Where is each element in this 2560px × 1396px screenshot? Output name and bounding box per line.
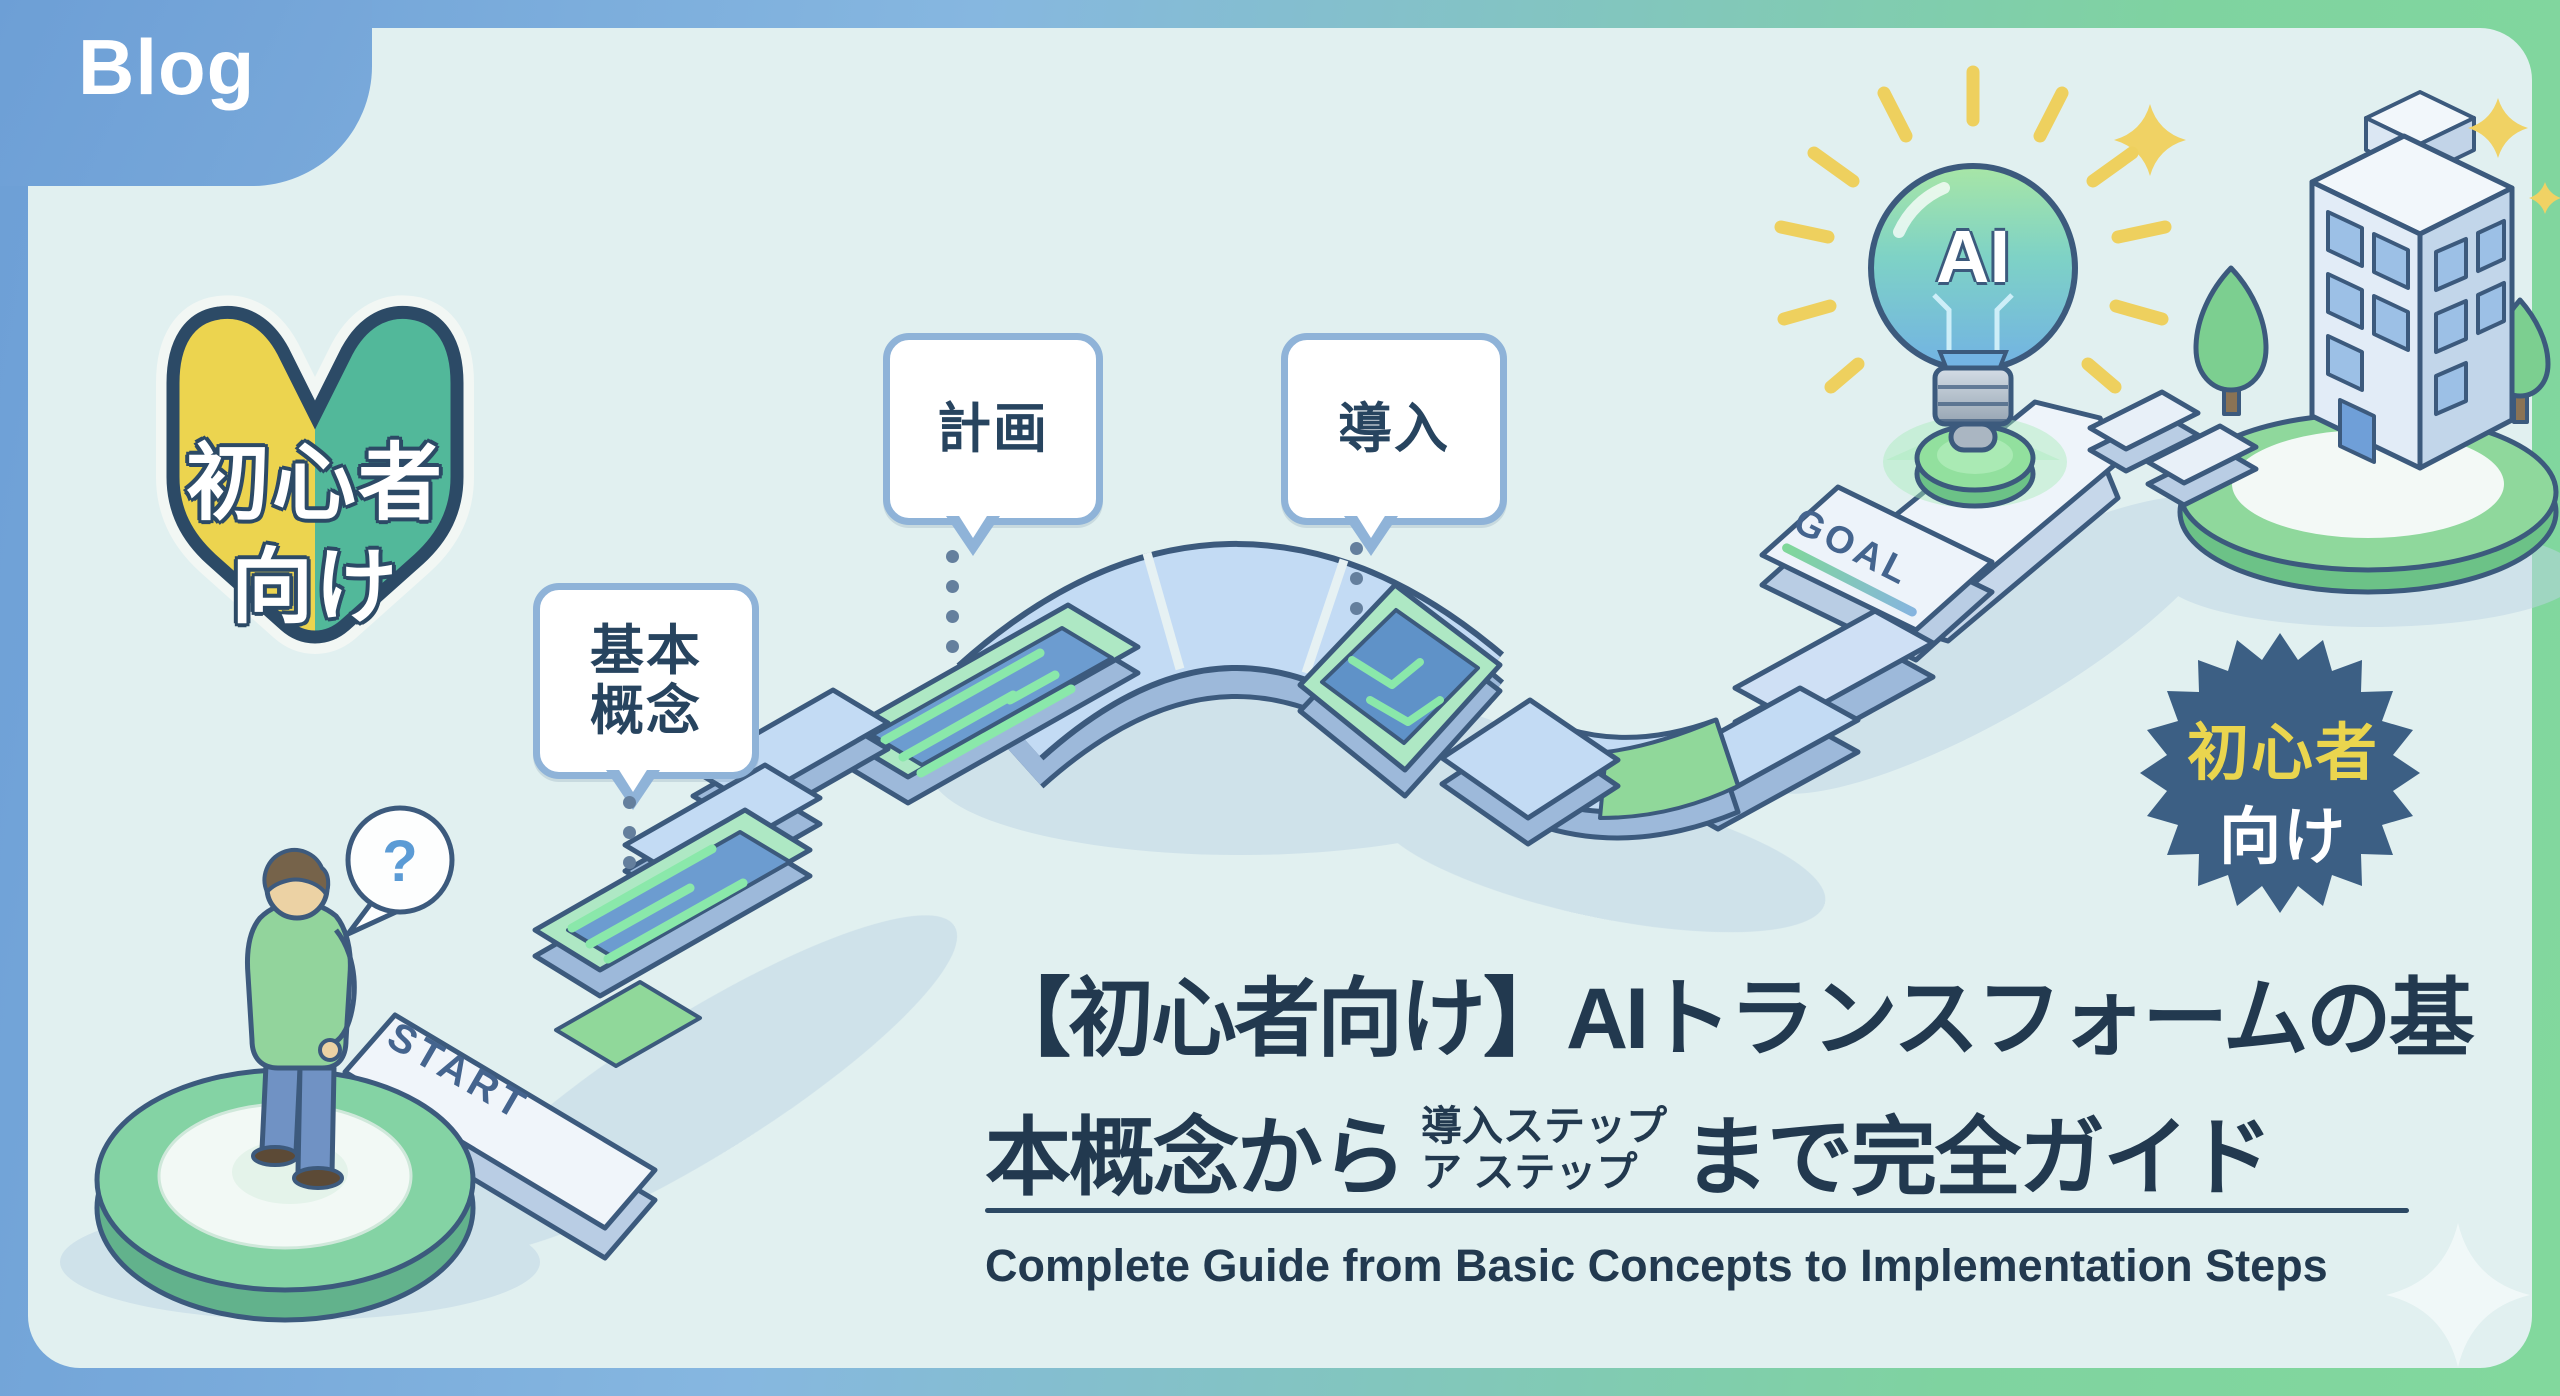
path-tile	[1439, 697, 1621, 847]
step-bubble-label: 計画	[937, 398, 1049, 459]
title-line-2: 本概念から 導入ステップ ア ステップ まで完全ガイド	[985, 1087, 2515, 1212]
article-title: 【初心者向け】AIトランスフォームの基 本概念から 導入ステップ ア ステップ …	[985, 948, 2515, 1212]
bridge-planks	[2087, 389, 2259, 508]
beginner-ribbon-badge: 初心者 向け	[2138, 608, 2428, 938]
dotted-connector	[623, 796, 636, 869]
building-windows	[2326, 210, 2506, 416]
building-door	[2338, 398, 2376, 464]
dotted-connector	[946, 550, 959, 653]
start-tile	[342, 980, 702, 1261]
bulb-rays	[1774, 65, 2172, 394]
beginner-mark-icon: 初心者 向け	[150, 288, 480, 654]
screen-tile-implementation	[1297, 582, 1503, 799]
question-bubble	[345, 805, 455, 937]
step-bubble-label: 基本 概念	[590, 620, 702, 741]
ribbon-label-2: 向け	[2218, 803, 2347, 872]
title-small-bottom: ア ステップ	[1421, 1148, 1638, 1195]
subtitle: Complete Guide from Basic Concepts to Im…	[985, 1240, 2328, 1291]
office-building-illustration	[2309, 90, 2515, 471]
beginner-mark-label-2: 向け	[230, 542, 399, 633]
step-bubble-basic-concepts: 基本 概念	[533, 583, 759, 810]
sparkle-icon	[2114, 98, 2560, 214]
step-bubble-implementation: 導入	[1281, 333, 1507, 556]
person-illustration	[245, 848, 357, 1190]
blog-label: Blog	[78, 23, 256, 111]
dotted-connector	[1350, 542, 1363, 615]
title-line-2-lead: 本概念から	[985, 1110, 1407, 1206]
screen-tile-plan	[835, 602, 1141, 806]
title-divider	[985, 1208, 2409, 1213]
sparkle-icon	[2386, 1223, 2530, 1367]
bubble-tail	[614, 762, 652, 792]
step-bubble-plan: 計画	[883, 333, 1103, 556]
screen-tile-basic-concepts	[532, 807, 813, 999]
ai-bulb-label: AI	[1936, 215, 2010, 298]
title-line-2-small: 導入ステップ ア ステップ	[1421, 1102, 1667, 1196]
step-bubble-label: 導入	[1338, 398, 1450, 459]
ai-lightbulb	[1774, 65, 2172, 453]
bubble-tail	[1352, 508, 1390, 538]
title-small-top: 導入ステップ	[1421, 1102, 1667, 1149]
beginner-mark-label-1: 初心者	[185, 436, 444, 530]
bubble-tail	[954, 508, 992, 538]
blog-tab: Blog	[0, 0, 372, 186]
title-line-2-tail: まで完全ガイド	[1683, 1110, 2273, 1206]
title-line-1: 【初心者向け】AIトランスフォームの基	[985, 971, 2475, 1067]
ribbon-label-1: 初心者	[2186, 719, 2379, 788]
question-mark-label: ?	[382, 829, 418, 894]
